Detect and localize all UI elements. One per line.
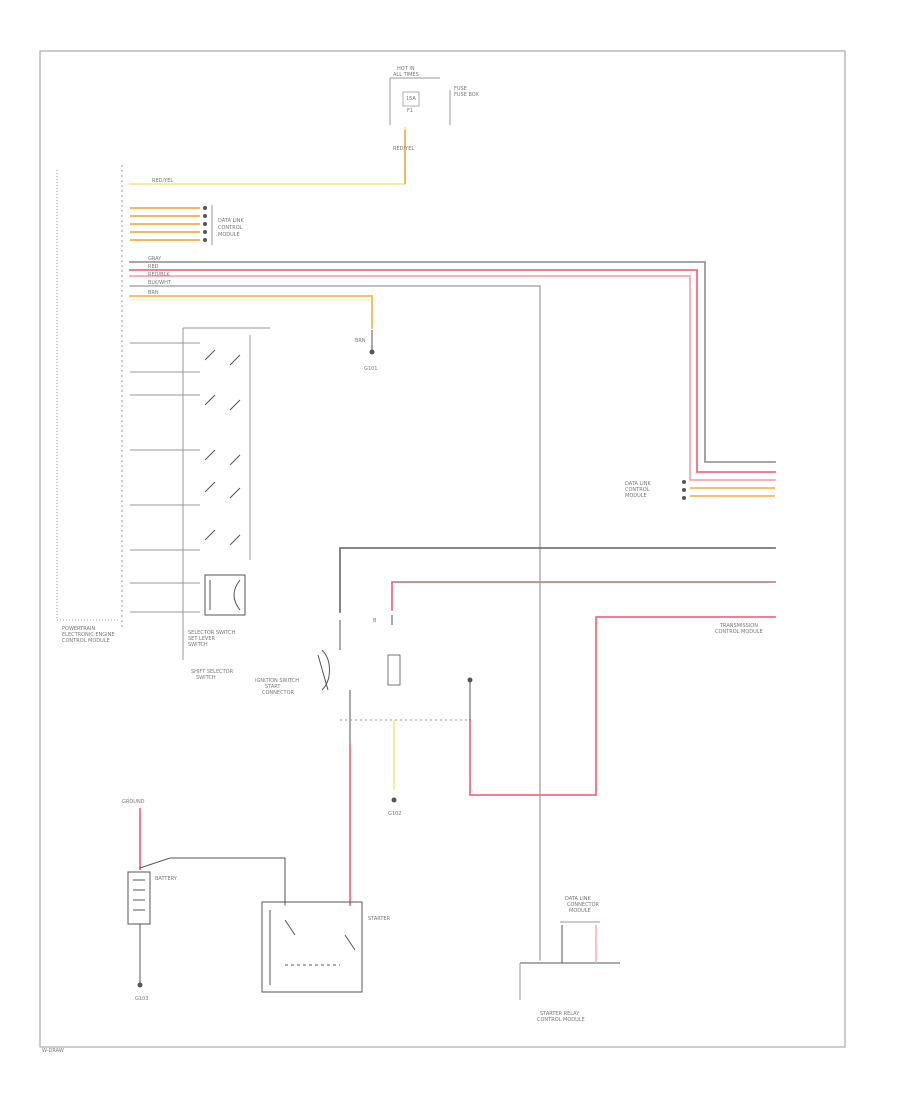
gear-selector-label: SHIFT SELECTOR <box>191 669 234 675</box>
ignition-label-1: IGNITION SWITCH <box>255 678 299 684</box>
wire-dark-middle <box>339 547 776 613</box>
bottom-module-label-1: STARTER RELAY <box>540 1011 580 1017</box>
bottom-module-label-2: CONTROL MODULE <box>537 1017 585 1023</box>
wire-red-1 <box>129 269 776 473</box>
right-module-label-2: CONTROL MODULE <box>715 629 763 635</box>
wire-pink <box>129 275 776 481</box>
module-left-label-1: POWERTRAIN <box>62 626 95 632</box>
ground-label-top: BRN <box>355 338 366 344</box>
fuse-label: FUSE <box>454 86 467 92</box>
diagram-frame <box>39 50 846 1048</box>
wire-label-red-blk: RED/BLK <box>148 272 170 278</box>
bottom-data-label-1: DATA LINK <box>565 896 591 902</box>
gear-switch-label: SWITCH <box>196 675 216 681</box>
selector-label-1: SELECTOR SWITCH <box>188 630 236 636</box>
right-data-label-2: CONTROL <box>625 487 650 493</box>
wire-label-yellow: RED/YEL <box>152 178 173 184</box>
wire-label-blk-wht: BLK/WHT <box>148 280 172 286</box>
hot-in-label: HOT IN <box>397 66 415 72</box>
bottom-data-label-3: MODULE <box>569 908 591 914</box>
starter-label: STARTER <box>368 916 391 922</box>
ignition-label-3: CONNECTOR <box>262 690 295 696</box>
ignition-switch: IGNITION SWITCH START CONNECTOR B G102 <box>255 615 473 817</box>
bundle-label-3: MODULE <box>218 232 240 238</box>
bundle-label-2: CONTROL <box>218 225 243 231</box>
module-left-label-3: CONTROL MODULE <box>62 638 110 644</box>
selector-label-2: SET LEVER <box>188 636 216 642</box>
bottom-module: DATA LINK CONNECTOR MODULE STARTER RELAY… <box>519 896 620 1023</box>
wire-label-red-yel: RED/YEL <box>393 146 414 152</box>
ignition-label-2: START <box>265 684 281 690</box>
bundle-label-1: DATA LINK <box>218 218 244 224</box>
wire-red-right <box>469 616 776 796</box>
wire-label-gray: GRAY <box>148 256 162 262</box>
wire-red-middle <box>391 581 776 611</box>
ground-id-battery: G103 <box>135 996 148 1002</box>
mid-fuse-label: B <box>373 618 377 624</box>
wire-fuse-feed <box>129 127 406 185</box>
wire-gray-top <box>129 261 776 463</box>
ground-id-top: G101 <box>364 366 377 372</box>
fuse-rating-label: 15A <box>406 96 416 102</box>
orange-wire-bundle: DATA LINK CONTROL MODULE <box>130 205 244 245</box>
fuse-number-label: F1 <box>407 108 413 114</box>
bottom-data-label-2: CONNECTOR <box>567 902 600 908</box>
all-times-label: ALL TIMES <box>393 72 419 78</box>
battery-top-label: GROUND <box>122 799 145 805</box>
battery-label: BATTERY <box>155 876 178 882</box>
footer-label: W-DRAW <box>42 1048 64 1054</box>
module-left-label-2: ELECTRONIC ENGINE <box>62 632 115 638</box>
wire-label-brn: BRN <box>148 290 159 296</box>
right-module-label-1: TRANSMISSION <box>719 623 758 629</box>
battery: BATTERY GROUND G103 <box>122 799 286 1002</box>
starter-relay: STARTER <box>261 901 391 993</box>
wire-orange-ground <box>129 295 373 329</box>
fuse-box: HOT IN ALL TIMES FUSE FUSE BOX 15A F1 <box>389 66 479 125</box>
selector-label-3: SWITCH <box>188 642 208 648</box>
wire-gray-down <box>129 285 541 961</box>
wire-label-red: RED <box>148 264 159 270</box>
right-data-label-3: MODULE <box>625 493 647 499</box>
selector-switch: SELECTOR SWITCH SET LEVER SWITCH SHIFT S… <box>130 327 270 681</box>
ground-id-mid: G102 <box>388 811 401 817</box>
right-data-label-1: DATA LINK <box>625 481 651 487</box>
fuse-box-label: FUSE BOX <box>454 92 479 98</box>
